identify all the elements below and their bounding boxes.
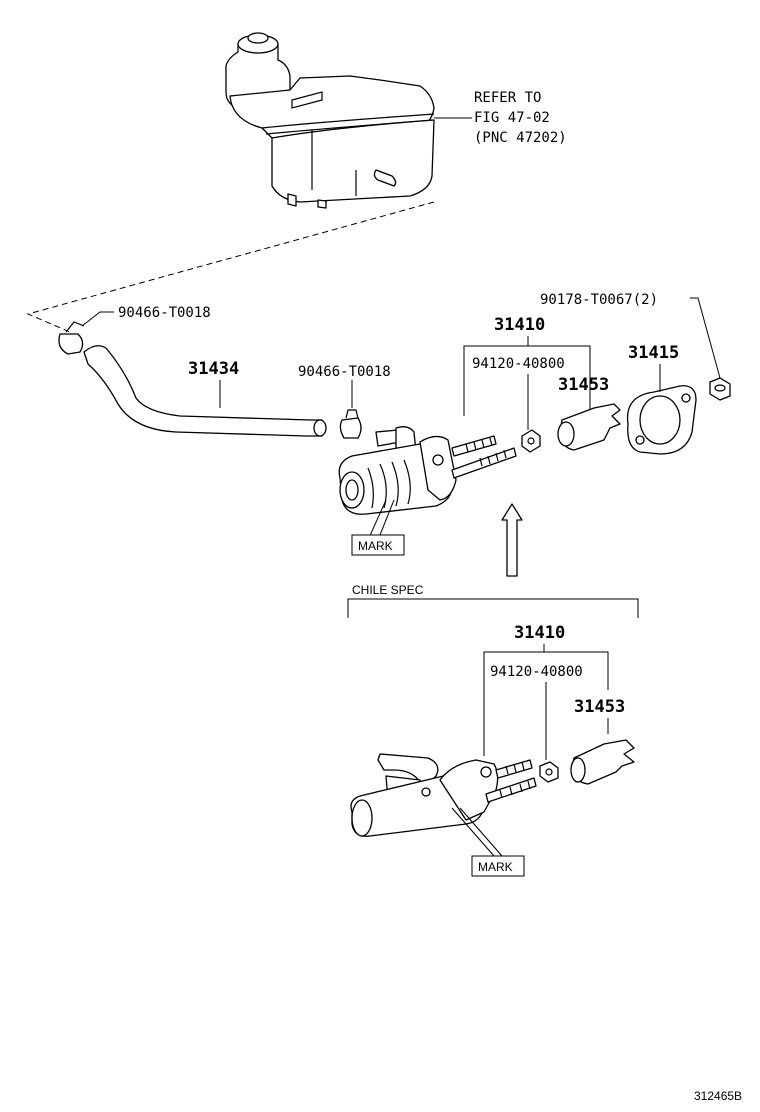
mark-leader-2 xyxy=(377,499,395,541)
clip-upper-leader xyxy=(81,311,114,327)
chile-assy-bracket xyxy=(483,651,609,756)
chile-mark-leader xyxy=(451,807,495,857)
hose[interactable] xyxy=(83,345,327,437)
refer-note-line-3: (PNC 47202) xyxy=(474,130,567,146)
refer-note-line-2: FIG 47-02 xyxy=(474,110,550,126)
chile-nut-label: 94120-40800 xyxy=(490,664,583,680)
chile-spec-title: CHILE SPEC xyxy=(352,583,424,597)
mark-leader xyxy=(367,499,387,541)
clip-upper-label: 90466-T0018 xyxy=(118,305,211,321)
chile-master-cylinder[interactable] xyxy=(350,753,537,837)
clutch-master-cylinder[interactable] xyxy=(338,426,517,515)
push-rod[interactable] xyxy=(557,403,621,451)
chile-nut[interactable] xyxy=(539,761,559,783)
hose-label: 31434 xyxy=(188,359,239,379)
chile-mark-label: MARK xyxy=(478,860,513,874)
clip-lower-label: 90466-T0018 xyxy=(298,364,391,380)
nut[interactable] xyxy=(521,429,541,453)
chile-spec-bracket xyxy=(347,598,639,618)
mark-label: MARK xyxy=(358,539,393,553)
refer-note-line-1: REFER TO xyxy=(474,90,541,106)
chile-push-rod[interactable] xyxy=(570,739,635,785)
mark-box xyxy=(351,534,405,556)
nut-label: 94120-40800 xyxy=(472,356,565,372)
chile-mark-leader-2 xyxy=(459,807,503,857)
gasket-label: 31415 xyxy=(628,343,679,363)
chile-push-rod-label: 31453 xyxy=(574,697,625,717)
cylinder-assy-bracket xyxy=(463,345,591,416)
chile-cylinder-assy-label: 31410 xyxy=(514,623,565,643)
push-rod-label: 31453 xyxy=(558,375,609,395)
clip-lower[interactable] xyxy=(339,409,362,439)
cylinder-assy-label: 31410 xyxy=(494,315,545,335)
mount-nut[interactable] xyxy=(709,377,731,401)
figure-id: 312465B xyxy=(694,1089,742,1103)
clip-upper[interactable] xyxy=(58,321,85,355)
dashed-connection xyxy=(26,201,435,333)
gasket[interactable] xyxy=(626,385,697,455)
chile-mark-box xyxy=(471,855,525,877)
mount-nut-label: 90178-T0067(2) xyxy=(540,292,658,308)
mount-nut-leader xyxy=(690,297,721,379)
up-arrow-icon xyxy=(501,503,523,577)
reservoir-tank[interactable] xyxy=(225,32,435,209)
